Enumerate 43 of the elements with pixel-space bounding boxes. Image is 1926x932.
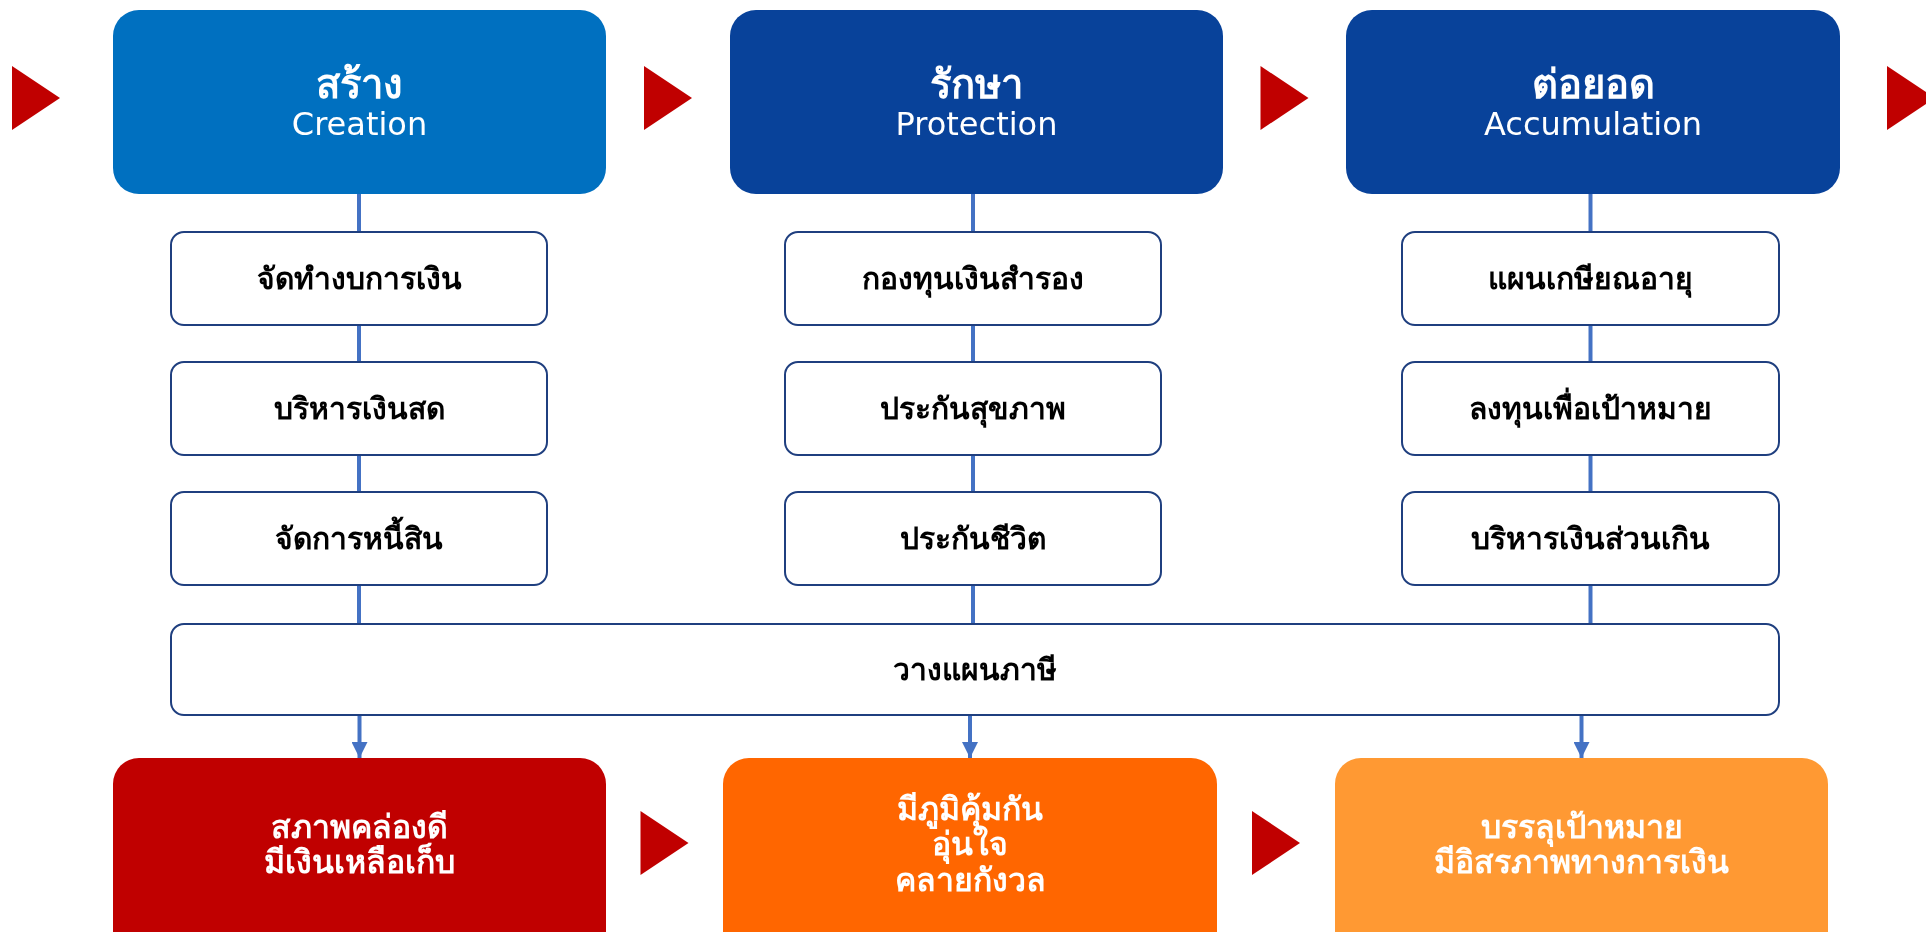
header-box xyxy=(113,10,606,194)
header-title: ต่อยอด xyxy=(1531,61,1655,108)
result-box: บรรลุเป้าหมาย มีอิสรภาพทางการเงิน xyxy=(1335,758,1828,932)
connector-line xyxy=(1588,456,1593,491)
chevron-arrow xyxy=(1260,66,1309,130)
chevron-arrow xyxy=(640,811,689,875)
process-box: ประกันชีวิต xyxy=(784,491,1162,586)
process-box: จัดทำงบการเงิน xyxy=(170,231,548,326)
header-box xyxy=(1346,10,1840,194)
process-box: บริหารเงินสด xyxy=(170,361,548,456)
header-title: รักษา xyxy=(930,61,1023,108)
process-box: วางแผนภาษี xyxy=(170,623,1780,716)
process-box: ประกันสุขภาพ xyxy=(784,361,1162,456)
connector-line xyxy=(357,326,361,361)
connector-line xyxy=(1588,194,1593,231)
arrow xyxy=(962,716,978,758)
process-box: บริหารเงินส่วนเกิน xyxy=(1401,491,1780,586)
result-box: สภาพคล่องดี มีเงินเหลือเก็บ xyxy=(113,758,606,932)
connector-line xyxy=(971,456,975,491)
header-title: สร้าง xyxy=(316,61,403,108)
connector-line xyxy=(1588,586,1593,623)
connector-line xyxy=(971,586,975,623)
process-box: แผนเกษียณอายุ xyxy=(1401,231,1780,326)
header-subtitle: Creation xyxy=(291,107,428,143)
header-subtitle: Accumulation xyxy=(1483,107,1702,143)
connector-line xyxy=(1588,326,1593,361)
arrow xyxy=(351,716,368,758)
result-box: มีภูมิคุ้มกัน อุ่นใจ คลายกังวล xyxy=(723,758,1217,932)
chevron-arrow xyxy=(12,66,60,130)
process-box: ลงทุนเพื่อเป้าหมาย xyxy=(1401,361,1780,456)
chevron-arrow xyxy=(1252,811,1300,875)
process-box: จัดการหนี้สิน xyxy=(170,491,548,586)
chevron-arrow xyxy=(1887,66,1926,130)
process-box: กองทุนเงินสำรอง xyxy=(784,231,1162,326)
header-subtitle: Protection xyxy=(895,107,1058,143)
connector-line xyxy=(357,194,361,231)
connector-line xyxy=(357,586,361,623)
header-box xyxy=(730,10,1223,194)
connector-line xyxy=(971,194,975,231)
connector-line xyxy=(357,456,361,491)
chevron-arrow xyxy=(644,66,692,130)
arrow xyxy=(1573,716,1590,758)
connector-line xyxy=(971,326,975,361)
